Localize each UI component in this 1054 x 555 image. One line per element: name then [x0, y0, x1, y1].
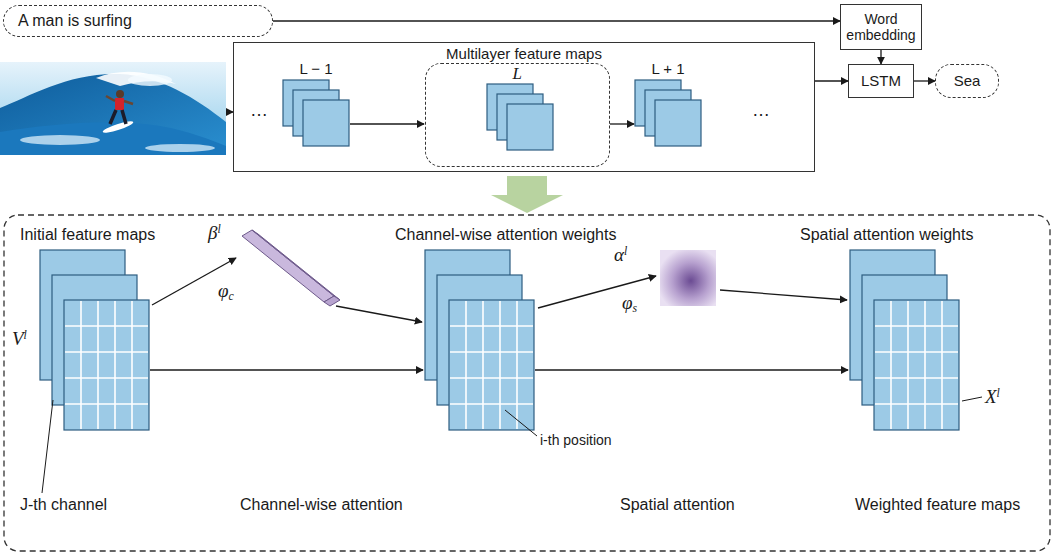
drawing-part: [350, 123, 424, 124]
node-text: L: [513, 64, 522, 84]
node-text: A man is surfing: [18, 12, 132, 30]
drawing-part: [336, 306, 422, 322]
drawing-part: [40, 250, 149, 430]
callout-text: i-th position: [540, 432, 612, 448]
flow-arrow: [815, 80, 848, 81]
node-text: Sea: [954, 72, 981, 89]
drawing-part: [450, 301, 533, 429]
layer-label: L − 1: [299, 60, 332, 77]
drawing-part: [116, 90, 124, 98]
embedding-box: Word embedding: [840, 4, 922, 50]
stage-title: Channel-wise attention weights: [395, 226, 616, 244]
ellipsis: …: [752, 100, 770, 121]
node-text: Word embedding: [845, 11, 917, 43]
drawing-part: [850, 250, 959, 430]
math-symbol: φc: [218, 280, 234, 303]
drawing-part: [145, 144, 215, 152]
input-sentence: A man is surfing: [3, 5, 273, 37]
math-symbol: φs: [622, 292, 637, 315]
drawing-part: [962, 397, 982, 401]
math-symbol: αl: [614, 244, 627, 266]
flow-arrow: [273, 20, 840, 21]
drawing-part: [0, 62, 226, 155]
ellipsis: …: [250, 100, 268, 121]
drawing-part: [610, 123, 634, 124]
lstm-box: LSTM: [848, 64, 914, 98]
drawing-part: [226, 111, 233, 112]
drawing-part: [505, 410, 537, 436]
drawing-part: [42, 400, 53, 493]
math-symbol: Vl: [12, 328, 27, 350]
stage-caption: J-th channel: [20, 496, 107, 514]
drawing-part: [875, 301, 958, 429]
detail-panel: [4, 215, 1050, 551]
node-text: LSTM: [861, 72, 901, 89]
feature-stack: [487, 84, 553, 150]
stage-caption: Weighted feature maps: [855, 496, 1020, 514]
layer-l-group: L: [425, 63, 610, 167]
drawing-part: [115, 98, 124, 110]
channel-weight-bar: [242, 230, 334, 302]
stage-title: Initial feature maps: [20, 226, 155, 244]
flow-arrow: [880, 50, 881, 64]
math-symbol: Xl: [985, 386, 1000, 408]
expand-arrow: [491, 176, 563, 213]
math-symbol: βl: [208, 222, 221, 244]
layer-label: L + 1: [651, 60, 684, 77]
drawing-part: [106, 96, 133, 104]
drawing-part: [96, 72, 176, 86]
drawing-part: [535, 369, 848, 370]
feature-stack: [283, 80, 349, 146]
drawing-part: [425, 250, 534, 430]
flow-arrow: [914, 80, 935, 81]
surfer-photo: [0, 62, 226, 155]
output-word: Sea: [935, 64, 999, 98]
stage-caption: Channel-wise attention: [240, 496, 403, 514]
drawing-part: [128, 74, 172, 86]
drawing-part: [150, 369, 423, 370]
drawing-part: [102, 119, 134, 135]
node-text: Multilayer feature maps: [446, 45, 602, 62]
drawing-part: [252, 230, 340, 300]
drawing-part: [65, 301, 148, 429]
drawing-part: [152, 258, 236, 305]
stage-caption: Spatial attention: [620, 496, 735, 514]
drawing-part: [720, 290, 847, 300]
spatial-weight-map: [660, 250, 716, 306]
feature-stack: [635, 80, 701, 146]
drawing-part: [0, 74, 226, 155]
drawing-part: [538, 276, 656, 308]
drawing-part: [324, 296, 340, 306]
stage-title: Spatial attention weights: [800, 226, 973, 244]
drawing-part: [20, 135, 100, 145]
drawing-part: [110, 110, 126, 124]
